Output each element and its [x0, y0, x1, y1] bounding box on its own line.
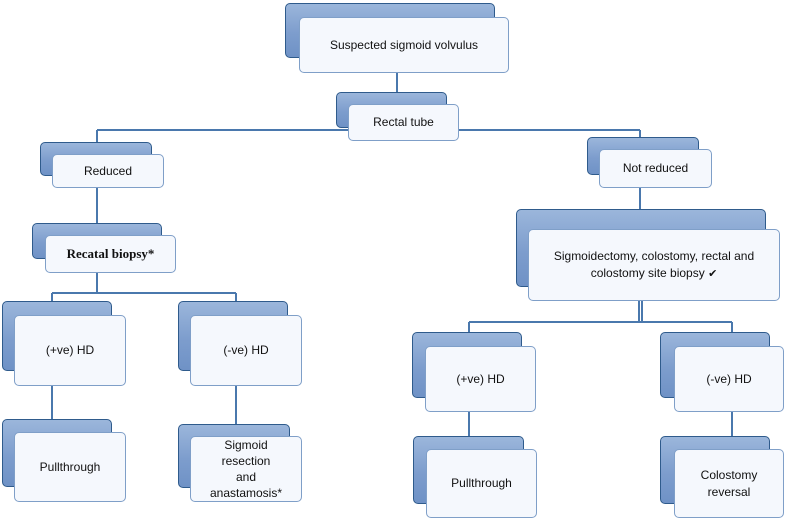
node-front-box: Sigmoidectomy, colostomy, rectal and col…	[528, 229, 780, 301]
node-label: (-ve) HD	[706, 371, 752, 386]
node-label: Reduced	[83, 163, 133, 178]
node-label: (-ve) HD	[223, 343, 269, 358]
node-not-reduced: Not reduced	[587, 137, 712, 188]
node-left-pullthrough: Pullthrough	[2, 419, 126, 502]
node-front-box: (+ve) HD	[425, 346, 536, 412]
node-front-box: (+ve) HD	[14, 315, 126, 386]
checkmark-icon: ✔	[708, 266, 718, 280]
node-label: Recatal biopsy*	[66, 246, 155, 262]
node-label-line1: Sigmoid resection	[221, 437, 271, 468]
node-suspected-sigmoid-volvulus: Suspected sigmoid volvulus	[285, 3, 510, 73]
node-rectal-tube: Rectal tube	[336, 92, 459, 141]
node-label: Pullthrough	[451, 476, 512, 491]
node-right-pullthrough: Pullthrough	[413, 436, 537, 518]
node-front-box: Suspected sigmoid volvulus	[299, 17, 509, 73]
node-front-box: Pullthrough	[14, 432, 126, 502]
node-front-box: (-ve) HD	[674, 346, 784, 412]
node-right-negative-hd: (-ve) HD	[660, 332, 784, 412]
node-front-box: Pullthrough	[426, 449, 537, 518]
node-front-box: Not reduced	[599, 149, 712, 188]
node-left-negative-hd: (-ve) HD	[178, 301, 302, 386]
node-front-box: Reduced	[52, 154, 164, 188]
node-label-line2-wrap: colostomy site biopsy ✔	[591, 265, 718, 282]
node-rectal-biopsy: Recatal biopsy*	[32, 223, 176, 273]
node-colostomy-reversal: Colostomy reversal	[660, 436, 784, 518]
node-reduced: Reduced	[40, 142, 164, 188]
node-sigmoid-resection: Sigmoid resection and anastamosis*	[178, 424, 302, 502]
node-front-box: Recatal biopsy*	[45, 235, 176, 273]
node-front-box: (-ve) HD	[190, 315, 302, 386]
node-left-positive-hd: (+ve) HD	[2, 301, 126, 386]
node-label: (+ve) HD	[456, 371, 505, 386]
node-front-box: Sigmoid resection and anastamosis*	[190, 436, 302, 502]
node-label: Rectal tube	[373, 115, 434, 130]
node-sigmoidectomy: Sigmoidectomy, colostomy, rectal and col…	[516, 209, 780, 301]
node-label: Pullthrough	[39, 459, 101, 474]
node-label: Not reduced	[622, 161, 689, 176]
node-front-box: Rectal tube	[348, 104, 459, 141]
node-label-line1: Colostomy	[700, 468, 758, 483]
node-label-line2: colostomy site biopsy	[590, 265, 705, 280]
node-label-line1: Sigmoidectomy, colostomy, rectal and	[553, 249, 755, 264]
node-label-line2: reversal	[707, 484, 751, 499]
node-label: Suspected sigmoid volvulus	[329, 37, 479, 52]
node-right-positive-hd: (+ve) HD	[412, 332, 536, 412]
node-label: (+ve) HD	[45, 343, 95, 358]
node-label-line2: and anastamosis*	[209, 470, 283, 501]
node-front-box: Colostomy reversal	[674, 449, 784, 518]
